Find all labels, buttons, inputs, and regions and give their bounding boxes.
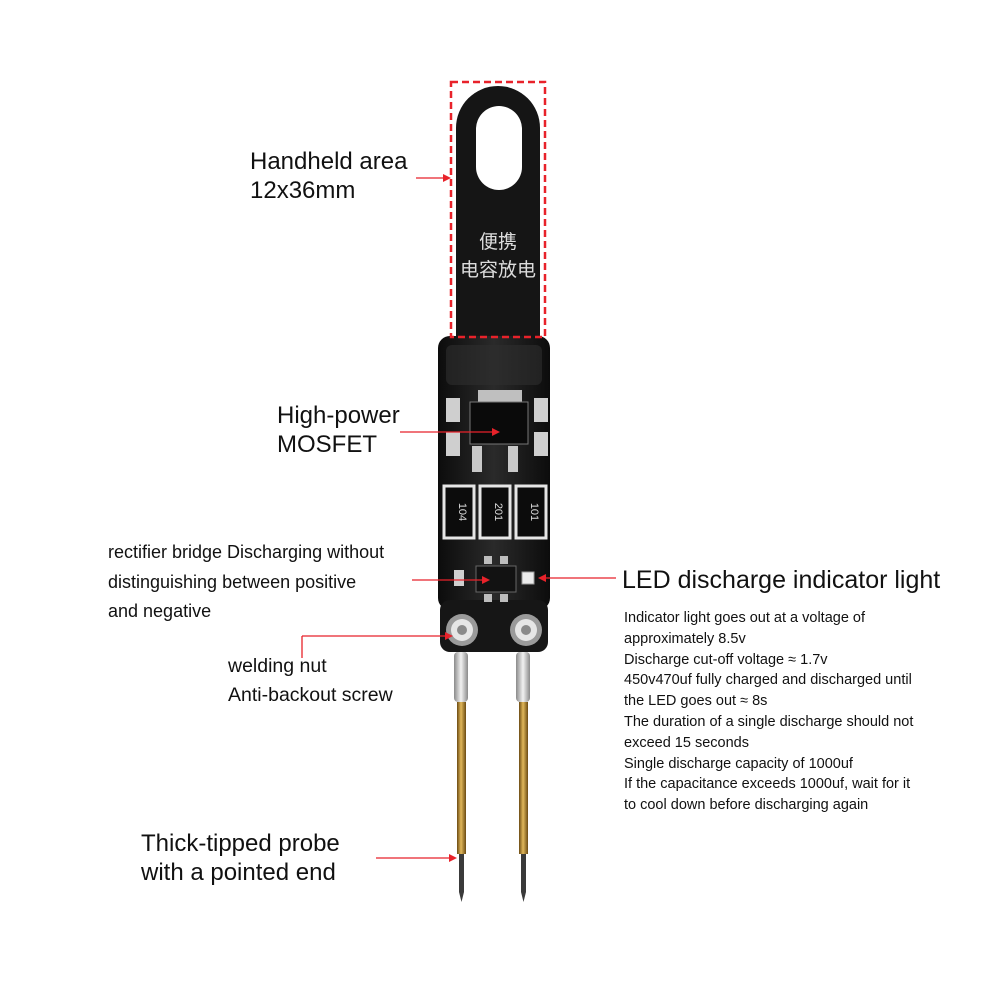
nut-arrow: [301, 632, 453, 658]
handle-text-line1: 便携: [479, 231, 517, 253]
note-line: If the capacitance exceeds 1000uf, wait …: [624, 776, 911, 793]
welding-nuts: [446, 614, 542, 646]
handheld-highlight-box: [449, 80, 547, 339]
discharge-notes: Indicator light goes out at a voltage of…: [624, 608, 913, 816]
handle-text-line2: 电容放电: [460, 259, 536, 281]
note-line: 450v470uf fully charged and discharged u…: [624, 672, 912, 689]
resistor-label-104: 104: [456, 503, 468, 521]
note-line: to cool down before discharging again: [624, 797, 869, 814]
mosfet-label-line1: High-power: [277, 402, 400, 429]
handle-tab: [456, 86, 540, 336]
handheld-area-title: Handheld area: [250, 148, 408, 175]
mosfet-label: High-power MOSFET: [277, 402, 400, 460]
note-line: Indicator light goes out at a voltage of: [624, 610, 866, 626]
note-line: the LED goes out ≈ 8s: [624, 693, 768, 710]
note-line: Discharge cut-off voltage ≈ 1.7v: [624, 651, 828, 668]
led-arrow: [538, 574, 616, 582]
note-line: approximately 8.5v: [624, 630, 746, 647]
probe-left: [454, 652, 468, 902]
handheld-area-label: Handheld area 12x36mm: [250, 148, 407, 206]
probe-label-line1: Thick-tipped probe: [141, 830, 340, 857]
probe-right: [516, 652, 530, 902]
resistor-row: 104 201 101: [442, 484, 548, 540]
probe-label-line2: with a pointed end: [141, 858, 336, 886]
welding-nut-label: welding nut Anti-backout screw: [228, 652, 393, 710]
welding-nut-line1: welding nut: [228, 655, 327, 677]
probe-label: Thick-tipped probe with a pointed end: [141, 830, 340, 888]
note-line: exceed 15 seconds: [624, 734, 749, 751]
note-line: The duration of a single discharge shoul…: [624, 713, 914, 730]
resistor-label-201: 201: [492, 503, 504, 521]
resistor-label-101: 101: [528, 503, 540, 521]
handle-slot: [476, 106, 522, 190]
mosfet-arrow: [400, 428, 500, 436]
handheld-area-size: 12x36mm: [250, 176, 356, 204]
rectifier-label: rectifier bridge Discharging without dis…: [108, 538, 384, 627]
probe-arrow: [376, 854, 457, 862]
rectifier-label-line2: distinguishing between positive: [108, 571, 357, 592]
rectifier-label-line1: rectifier bridge Discharging without: [108, 542, 385, 562]
led-indicator-label: LED discharge indicator light: [622, 566, 941, 594]
rectifier-label-line3: and negative: [108, 601, 212, 621]
rectifier-arrow: [412, 576, 490, 584]
handheld-arrow: [416, 174, 451, 182]
note-line: Single discharge capacity of 1000uf: [624, 755, 853, 772]
mosfet-chip: [446, 390, 548, 472]
mosfet-label-line2: MOSFET: [277, 430, 377, 458]
led-indicator: [521, 571, 535, 585]
welding-nut-line2: Anti-backout screw: [228, 684, 393, 706]
